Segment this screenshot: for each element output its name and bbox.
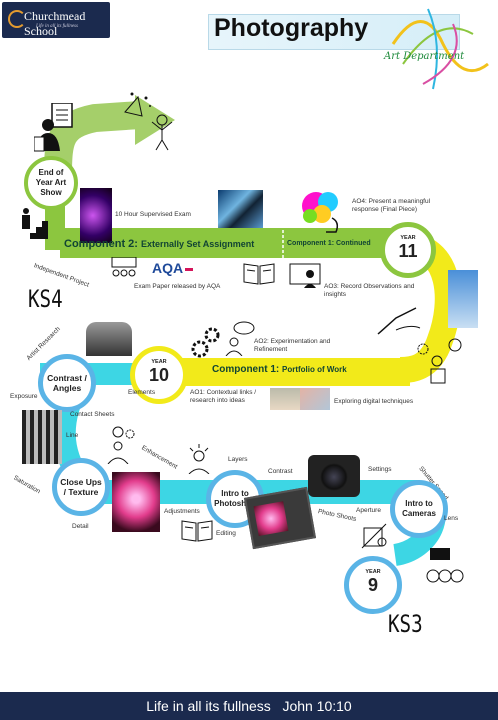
ks4-label: KS4 [28,285,63,313]
year9-circle: YEAR 9 [344,556,402,614]
adjustments-label: Adjustments [164,508,200,515]
component1-title: Component 1: Portfolio of Work [212,364,347,375]
year10-number: 10 [148,365,170,385]
end-of-year-show-label: End of Year Art Show [35,168,67,197]
editing-label: Editing [216,530,236,537]
supervised-exam-label: 10 Hour Supervised Exam [115,211,191,218]
year9-label: YEAR [365,569,381,575]
ao2-label: AO2: Experimentation and Refinement [254,338,331,353]
creative-head-splash-icon [302,192,339,233]
line-label: Line [66,432,79,439]
blue-sky-figure-photo [448,270,478,328]
logo-swirl-icon [8,10,26,28]
page-title: Photography [214,14,369,42]
abstract-photo [80,188,112,243]
school-logo: Churchmead School Life in all its fullne… [2,2,110,38]
open-book-icon-2 [181,520,213,542]
digital-collage-photo-1 [270,388,300,410]
school-motto: Life in all its fullness [36,24,78,29]
contrast-angles-label: Contrast / Angles [47,373,87,393]
exam-group-icon [111,257,137,277]
year9-number: 9 [367,575,378,595]
header-banner [208,14,460,50]
aperture-label: Aperture [356,507,381,514]
layers-label: Layers [228,456,248,463]
year11-number: 11 [398,241,418,261]
component2-title: Component 2: Externally Set Assignment [64,238,254,250]
photoshop-screenshot [243,486,317,550]
feedback-faces-icon [426,548,464,583]
component1-name: Portfolio of Work [282,365,347,374]
aqa-logo: AQA [152,260,194,276]
header-subtitle: Art Department [384,51,465,62]
photo-sketch-icon [289,263,321,288]
contact-sheets-label: Contact Sheets [70,411,115,418]
year11-label: YEAR [400,235,416,241]
intro-cameras-label: Intro to Cameras [402,499,436,518]
component1-prefix: Component 1: [212,364,280,375]
year10-circle: YEAR 10 [130,346,188,404]
green-arrow-head [135,95,175,145]
ao3-label: AO3: Record Observations and insights [324,283,415,298]
pink-flower-photo [112,472,160,532]
drawing-tools-icon [361,523,387,549]
lens-label: Lens [444,515,459,522]
digital-collage-photo-2 [300,388,330,410]
ao1-label: AO1: Contextual links / research into id… [190,389,257,404]
intro-photoshop-label: Intro to Photoshop [214,489,256,508]
digital-techniques-label: Exploring digital techniques [334,398,414,405]
stairs-climb-icon [22,208,48,239]
year10-label: YEAR [151,359,167,365]
exam-paper-label: Exam Paper released by AQA [134,283,221,290]
ideas-person-icon [417,338,462,384]
intro-cameras-circle: Intro to Cameras [390,480,448,538]
creative-person-icon [107,426,135,464]
dome-building-photo [86,322,132,356]
ao4-label: AO4: Present a meaningful response (Fina… [352,198,431,213]
component2-prefix: Component 2: [64,238,138,250]
component2-name: Externally Set Assignment [141,239,255,249]
drawing-hand-icon [377,307,421,335]
closeups-label: Close Ups / Texture [60,477,102,497]
palette-splash-icon [391,8,489,90]
detail-label: Detail [72,523,89,530]
ks3-label: KS3 [388,610,423,638]
year11-circle: YEAR 11 [380,222,436,278]
contrast-label: Contrast [268,468,293,475]
celebration-icon [124,92,173,151]
yellow-road [160,358,410,386]
component1-continued: Component 1: Continued [287,240,371,247]
footer-text: Life in all its fullness John 10:10 [146,698,352,714]
corridor-photo [22,410,62,464]
green-road [60,228,410,258]
teacher-board-icon [34,103,73,152]
exposure-label: Exposure [10,393,38,400]
dslr-camera-photo [308,455,360,497]
person-idea-icon [188,444,210,474]
elements-label: Elements [128,389,156,396]
gears-icon [191,327,220,358]
footer-bar: Life in all its fullness John 10:10 [0,692,498,720]
open-book-icon [243,263,275,285]
school-name: Churchmead School [24,9,86,38]
closeups-circle: Close Ups / Texture [52,458,110,516]
aqa-text: AQA [152,260,184,276]
settings-label: Settings [368,466,392,473]
contrast-angles-circle: Contrast / Angles [38,354,96,412]
thinking-person-icon [225,321,255,356]
end-of-year-show-circle: End of Year Art Show [24,156,78,210]
split-portrait-photo [218,190,263,228]
